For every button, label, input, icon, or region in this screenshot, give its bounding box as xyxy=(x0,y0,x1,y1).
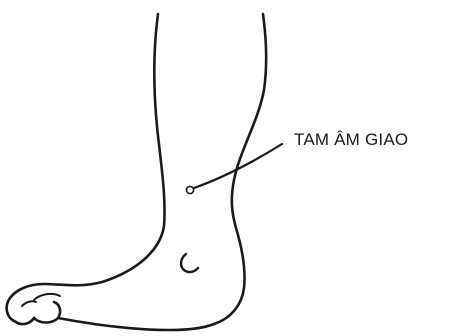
acupoint-marker xyxy=(186,186,193,193)
ankle-bone-mark xyxy=(181,254,198,272)
shin-front-contour xyxy=(10,14,165,298)
acupoint-label: TAM ÂM GIAO xyxy=(294,130,408,149)
leg-outline xyxy=(7,14,267,330)
toenail-mark xyxy=(34,294,60,300)
big-toe-contour xyxy=(34,302,60,323)
toe-crease xyxy=(22,301,36,306)
sole-contour xyxy=(58,318,214,330)
